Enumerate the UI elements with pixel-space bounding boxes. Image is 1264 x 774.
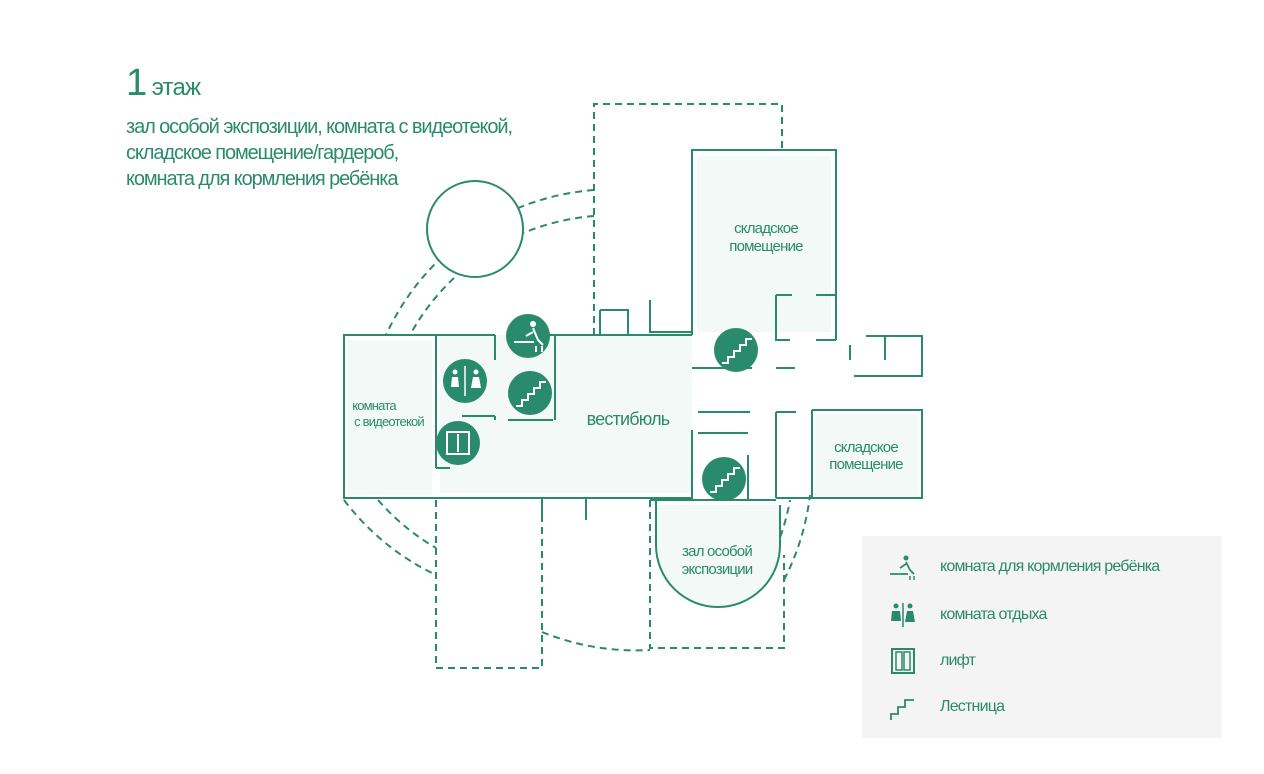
legend-item-elevator: лифт xyxy=(888,646,976,676)
stairs-icon xyxy=(714,328,758,372)
exhibition-label-1: зал особой xyxy=(682,543,752,560)
dashed-top-corridor xyxy=(593,103,783,335)
lobby-label: вестибюль xyxy=(587,409,670,429)
floor-title: 1 этаж xyxy=(126,62,201,105)
exhibition-fill xyxy=(656,500,780,607)
dashed-ring-right xyxy=(783,494,811,581)
restroom-icon xyxy=(891,603,915,627)
storage-right-wall xyxy=(776,409,923,499)
lobby-fill xyxy=(440,335,692,493)
floor-description: зал особой экспозиции, комната с видеоте… xyxy=(126,114,513,192)
video-room-label-2: с видеотекой xyxy=(354,414,424,429)
storage-top-fill xyxy=(697,156,831,332)
dashed-ring-bottom xyxy=(541,631,651,652)
legend-item-baby-changing: комната для кормления ребёнка xyxy=(888,552,1160,582)
exhibition-label-2: экспозиции xyxy=(682,561,753,578)
elevator-icon xyxy=(891,648,915,674)
description-line-2: складское помещение/гардероб, xyxy=(126,142,399,164)
dashed-bottom-left xyxy=(435,500,543,669)
baby-changing-icon xyxy=(890,555,915,580)
legend-item-restroom: комната отдыха xyxy=(888,600,1047,630)
legend-label-stairs: Лестница xyxy=(940,698,1005,715)
video-room-label-1: комната xyxy=(352,398,397,413)
baby-changing-icon xyxy=(506,314,550,358)
storage-top-label-2: помещение xyxy=(729,238,803,255)
storage-right-label-1: складское xyxy=(834,439,898,456)
stairs-icon xyxy=(508,371,552,415)
dashed-ring-left xyxy=(343,499,437,576)
storage-right-fill xyxy=(815,414,918,496)
restroom-icon xyxy=(443,359,487,403)
dome-circle xyxy=(426,180,524,278)
dashed-ring-left-inner xyxy=(377,499,437,549)
legend-item-stairs: Лестница xyxy=(888,692,1005,722)
legend: комната для кормления ребёнка комната от… xyxy=(862,536,1222,738)
elevator-icon xyxy=(436,421,480,465)
storage-top-wall xyxy=(691,149,837,340)
stairs-icon xyxy=(890,699,914,720)
legend-label-restroom: комната отдыха xyxy=(940,606,1047,623)
stairs-icon xyxy=(702,457,746,501)
exhibition-wall xyxy=(655,500,781,608)
description-line-3: комната для кормления ребёнка xyxy=(126,168,398,190)
storage-top-label-1: складское xyxy=(734,220,798,237)
storage-right-label-2: помещение xyxy=(829,456,903,473)
video-room-fill xyxy=(348,340,432,495)
description-line-1: зал особой экспозиции, комната с видеоте… xyxy=(126,116,513,138)
dashed-bottom-frame xyxy=(649,500,785,649)
video-room-wall xyxy=(343,334,436,499)
legend-label-elevator: лифт xyxy=(940,652,976,669)
legend-label-baby-changing: комната для кормления ребёнка xyxy=(940,558,1160,575)
floor-word: этаж xyxy=(151,74,201,101)
floor-number: 1 xyxy=(126,62,147,104)
